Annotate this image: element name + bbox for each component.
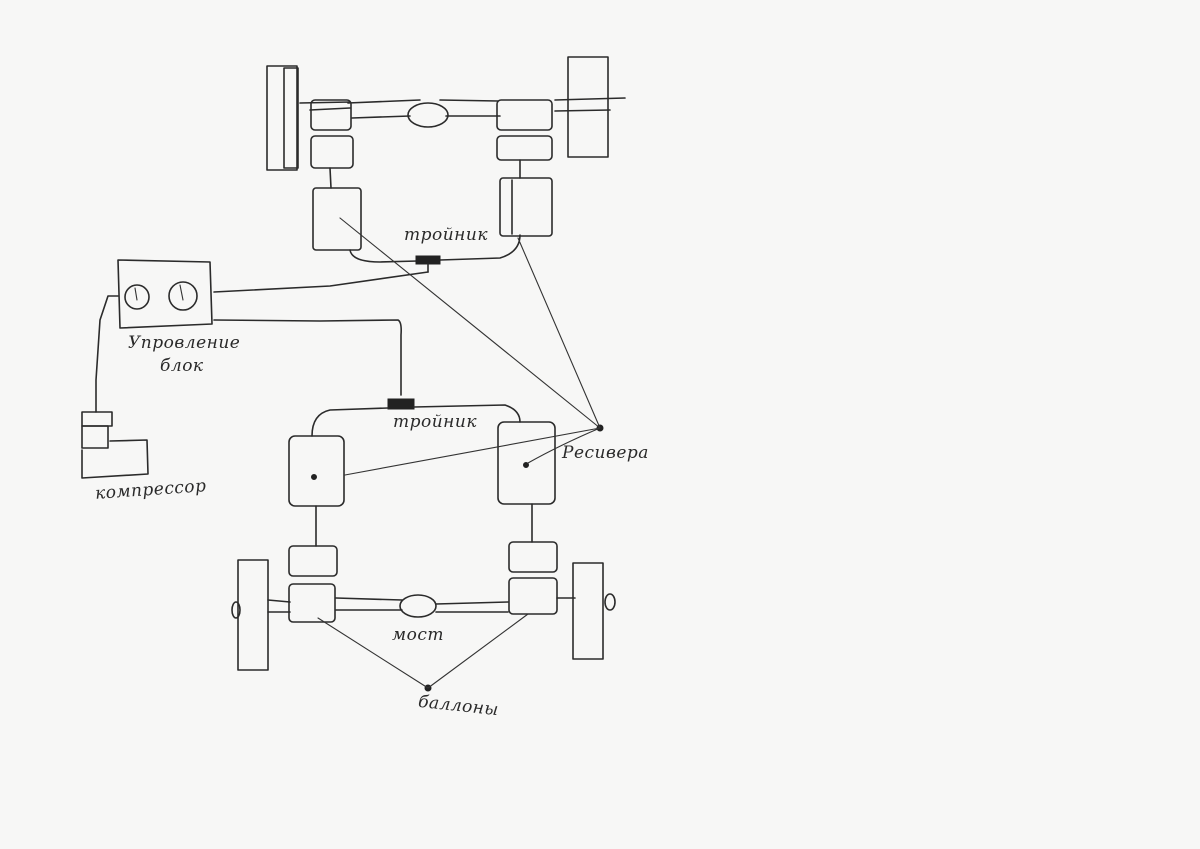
rear-left-wheel (231, 559, 269, 671)
front-left-receiver (312, 187, 362, 251)
rear-tee (311, 398, 521, 437)
airbags-junction (317, 613, 529, 692)
tee-top-label: тройник (404, 225, 488, 245)
rear-left-airbags (288, 545, 338, 623)
rear-axle (267, 594, 576, 618)
front-tee (349, 234, 521, 273)
rear-differential (399, 594, 437, 618)
rear-left-receiver (288, 435, 345, 507)
control-unit-label-line2: блок (160, 356, 204, 376)
tee-bottom-label: тройник (393, 412, 477, 432)
rear-right-wheel (572, 562, 616, 660)
rear-right-receiver (497, 421, 556, 505)
front-right-wheel (567, 56, 609, 158)
rear-right-airbags (508, 541, 558, 615)
front-right-receiver (499, 177, 553, 237)
pressure-gauge-right (168, 281, 198, 311)
control-unit-label-line1: Упровление (128, 333, 241, 353)
axle-label: мост (392, 625, 444, 645)
front-left-wheel (266, 65, 299, 171)
pressure-gauge-left (124, 284, 150, 310)
front-axle (299, 97, 626, 128)
compressor (81, 295, 149, 479)
front-differential (407, 102, 449, 128)
control-unit (117, 259, 213, 329)
receivers-junction (339, 217, 604, 476)
receivers-label: Ресивера (562, 443, 649, 463)
front-left-airbags (310, 99, 354, 189)
front-right-airbags (496, 99, 553, 179)
